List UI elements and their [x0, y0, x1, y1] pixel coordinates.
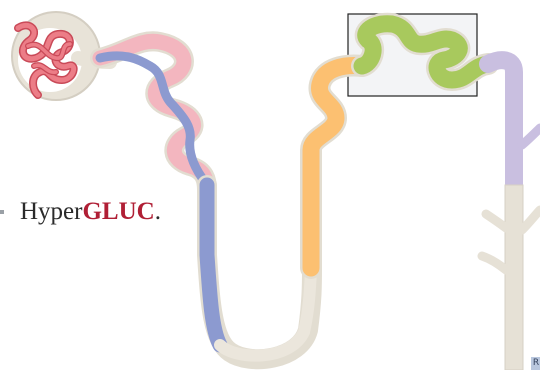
descending-limb-blue	[207, 185, 220, 345]
connecting-tubule	[488, 60, 514, 185]
label-suffix: .	[155, 198, 161, 225]
bullet-marker	[0, 210, 4, 214]
label-prefix: Hyper	[20, 198, 82, 225]
corner-glyph-icon: R	[531, 357, 540, 370]
hyperglucose-label: HyperGLUC.	[20, 198, 161, 226]
label-emphasis: GLUC	[82, 198, 154, 225]
